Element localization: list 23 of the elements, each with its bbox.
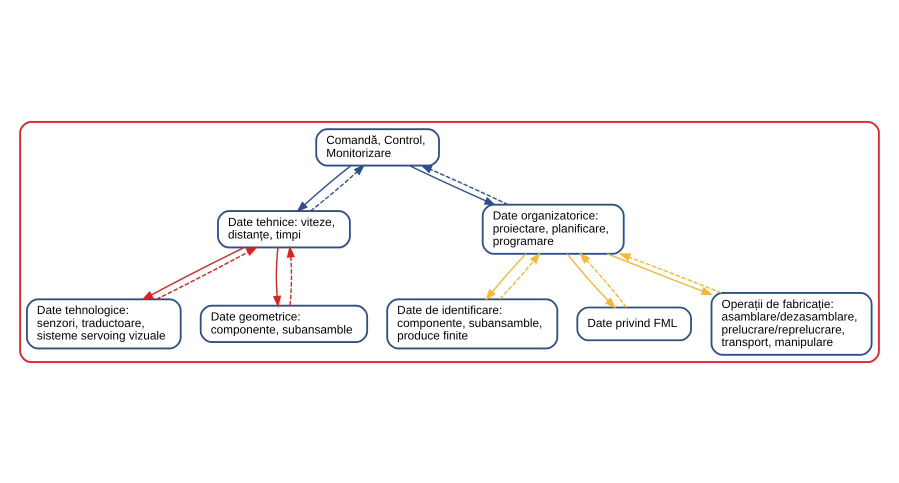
cluster [19,120,880,362]
node-box: Date organizatorice: proiectare, planificare, programare [482,203,625,254]
node-box: Operații de fabricație: asamblare/dezasamblare, prelucrare/reprelucrare, transport, manipulare [710,292,873,356]
arrow [286,245,295,306]
arrow [579,252,627,308]
node-box: Date privind FML [576,306,692,341]
arrow [141,246,244,300]
arrow [409,164,496,205]
arrow [607,252,714,295]
arrow [272,247,282,308]
node-box: Date tehnologice: senzori, traductoare, sisteme servoing vizuale [26,298,182,349]
arrow [156,246,258,300]
node-box: Date tehnice: viteze, distanțe, timpi [217,210,351,248]
arrow [566,252,616,308]
arrow [310,164,366,212]
arrow [485,252,526,300]
arrow [618,252,722,293]
arrow [499,252,540,299]
arrow [420,164,508,205]
node-box: Comandă, Control, Monitorizare [315,128,440,166]
arrow [296,164,352,212]
node-box: Date geometrice: componente, subansamble [200,304,368,342]
node-box: Date de identificare: componente, subansamble, produce finite [386,298,558,349]
